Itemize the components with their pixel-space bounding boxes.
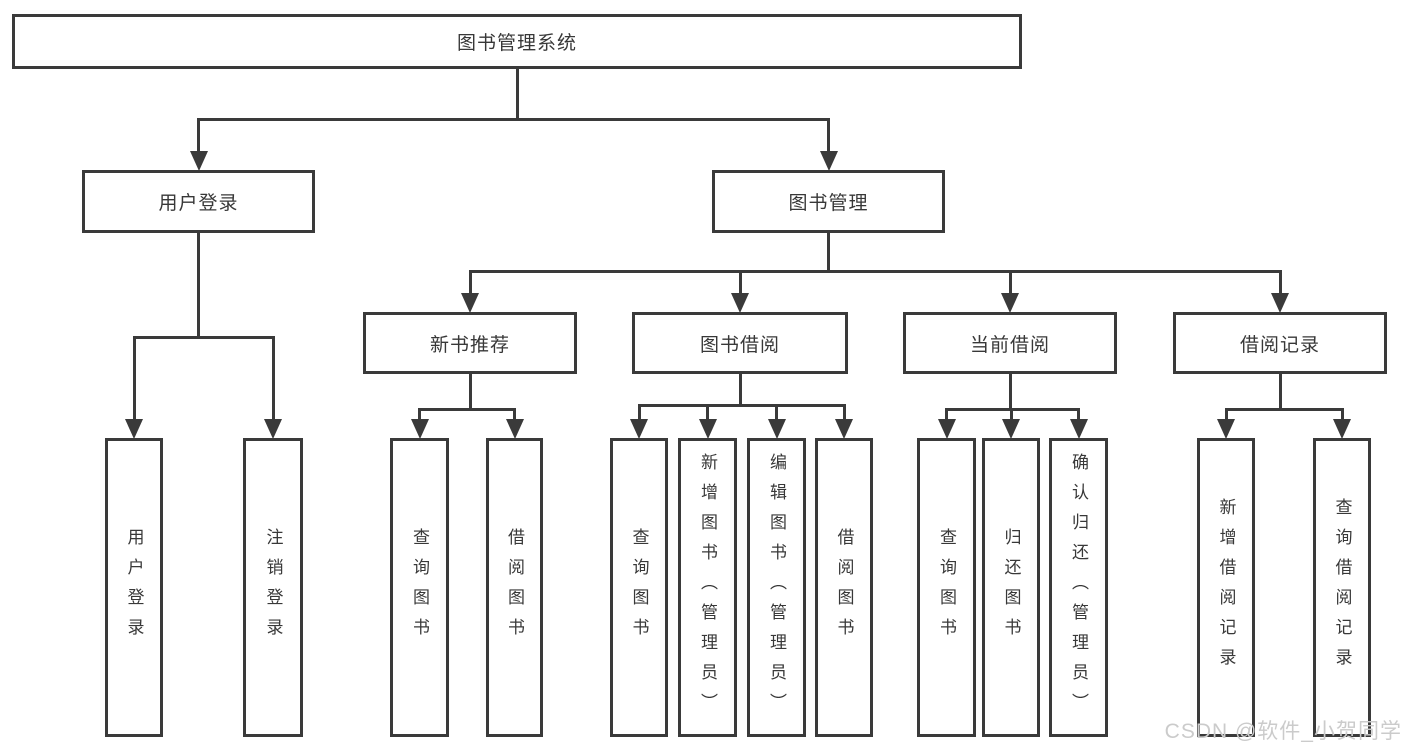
connector-drop-leaf-query-borrow-record [1340,408,1344,420]
connector-drop-new-book-rec [468,270,472,294]
node-label-book-borrow: 图书借阅 [699,334,780,356]
node-book-mgmt: 图书管理 [712,170,945,233]
connector-stem-book-borrow [738,372,742,407]
connector-drop-borrow-records [1278,270,1282,294]
node-label-leaf-query-books-2: 查询图书 [629,527,649,648]
connector-drop-current-borrow [1008,270,1012,294]
connector-stem-user-login [197,231,200,339]
node-leaf-query-books-1: 查询图书 [390,438,449,737]
connector-drop-leaf-edit-book [775,404,778,420]
connector-drop-leaf-query-books-2 [637,404,641,420]
connector-stem-root [515,67,519,121]
arrowhead-leaf-borrow-books-2 [835,419,853,439]
arrowhead-leaf-return-book [1002,419,1020,439]
node-leaf-query-borrow-record: 查询借阅记录 [1313,438,1371,737]
connector-stem-new-book-rec [468,372,472,411]
connector-split-user-login [132,336,275,339]
node-label-new-book-rec: 新书推荐 [429,334,510,356]
node-leaf-borrow-books-2: 借阅图书 [815,438,873,737]
connector-split-book-borrow [637,404,846,407]
arrowhead-leaf-query-books-1 [410,419,429,439]
connector-split-current-borrow [945,408,1080,411]
node-leaf-query-books-2: 查询图书 [610,438,668,737]
node-leaf-edit-book: 编辑图书（管理员） [747,438,806,737]
connector-stem-book-mgmt [827,231,830,273]
node-label-current-borrow: 当前借阅 [969,334,1050,356]
connector-drop-leaf-logout [271,336,275,420]
arrowhead-book-mgmt [819,151,838,171]
connector-split-book-mgmt [468,270,1282,273]
node-label-leaf-user-login: 用户登录 [124,527,144,648]
arrowhead-leaf-query-borrow-record [1333,419,1351,439]
node-label-leaf-borrow-books-2: 借阅图书 [834,527,854,648]
connector-drop-leaf-confirm-return [1077,408,1080,420]
node-label-leaf-query-borrow-record: 查询借阅记录 [1332,497,1352,678]
connector-stem-borrow-records [1278,372,1282,411]
arrowhead-leaf-user-login [125,419,143,439]
connector-drop-leaf-return-book [1009,408,1013,420]
connector-drop-leaf-add-borrow-record [1224,408,1228,420]
connector-split-root [197,118,830,121]
node-label-leaf-query-books-1: 查询图书 [410,527,429,648]
arrowhead-book-borrow [731,293,749,313]
node-leaf-add-book: 新增图书（管理员） [678,438,737,737]
node-leaf-user-login: 用户登录 [105,438,163,737]
node-leaf-logout: 注销登录 [243,438,303,737]
connector-drop-user-login [197,118,200,152]
connector-stem-current-borrow [1008,372,1012,411]
node-label-root: 图书管理系统 [456,33,577,54]
node-new-book-rec: 新书推荐 [363,312,577,374]
watermark: CSDN @软件_小贺同学 [1164,720,1402,743]
arrowhead-leaf-logout [264,419,282,439]
node-root: 图书管理系统 [12,14,1022,69]
node-book-borrow: 图书借阅 [632,312,848,374]
node-label-leaf-add-borrow-record: 新增借阅记录 [1216,497,1236,678]
connector-drop-leaf-query-books-3 [945,408,948,420]
connector-drop-leaf-borrow-books-2 [842,404,846,420]
node-label-leaf-return-book: 归还图书 [1001,527,1021,648]
node-current-borrow: 当前借阅 [903,312,1117,374]
node-leaf-add-borrow-record: 新增借阅记录 [1197,438,1255,737]
node-label-leaf-edit-book: 编辑图书（管理员） [767,452,786,723]
connector-drop-book-borrow [738,270,742,294]
node-user-login: 用户登录 [82,170,315,233]
node-label-leaf-borrow-books-1: 借阅图书 [505,527,524,648]
node-label-leaf-logout: 注销登录 [263,527,283,648]
connector-split-borrow-records [1224,408,1344,411]
connector-drop-leaf-user-login [132,336,136,420]
arrowhead-leaf-query-books-2 [630,419,648,439]
arrowhead-leaf-add-borrow-record [1217,419,1235,439]
node-label-leaf-query-books-3: 查询图书 [937,527,956,648]
connector-split-new-book-rec [418,408,516,411]
node-leaf-confirm-return: 确认归还（管理员） [1049,438,1108,737]
node-label-book-mgmt: 图书管理 [788,193,869,214]
arrowhead-borrow-records [1271,293,1289,313]
node-borrow-records: 借阅记录 [1173,312,1387,374]
node-label-borrow-records: 借阅记录 [1239,334,1320,356]
arrowhead-leaf-add-book [698,419,717,439]
arrowhead-leaf-edit-book [767,419,786,439]
node-label-leaf-add-book: 新增图书（管理员） [698,452,717,723]
node-leaf-borrow-books-1: 借阅图书 [486,438,543,737]
arrowhead-current-borrow [1001,293,1019,313]
arrowhead-user-login [189,151,208,171]
node-label-leaf-confirm-return: 确认归还（管理员） [1069,452,1088,723]
arrowhead-leaf-query-books-3 [937,419,956,439]
arrowhead-leaf-confirm-return [1069,419,1088,439]
node-label-user-login: 用户登录 [158,193,239,214]
arrowhead-new-book-rec [461,293,479,313]
node-leaf-return-book: 归还图书 [982,438,1040,737]
node-leaf-query-books-3: 查询图书 [917,438,976,737]
connector-drop-leaf-query-books-1 [418,408,421,420]
arrowhead-leaf-borrow-books-1 [505,419,524,439]
connector-drop-leaf-add-book [706,404,709,420]
connector-drop-book-mgmt [827,118,830,152]
connector-drop-leaf-borrow-books-1 [513,408,516,420]
